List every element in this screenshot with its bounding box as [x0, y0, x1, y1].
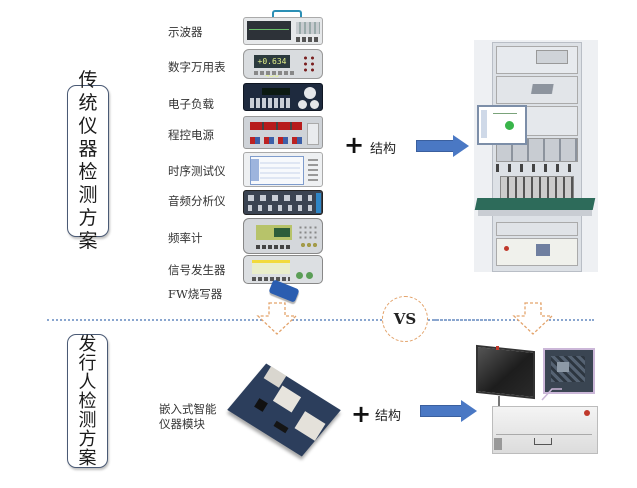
instrument-label-fw-programmer: FW烧写器 — [168, 287, 223, 301]
multimeter-display: +0.634 450 — [254, 55, 290, 78]
test-rack-cabinet-icon — [474, 40, 598, 272]
frequency-counter-icon — [243, 218, 323, 254]
vs-badge: VS — [382, 296, 428, 342]
title-char: 方 — [78, 428, 97, 450]
timing-tester-icon — [243, 152, 323, 187]
monitor-screen-icon — [477, 105, 527, 145]
instrument-label-power-supply: 程控电源 — [168, 128, 214, 142]
title-char: 发 — [78, 333, 97, 355]
title-char: 人 — [78, 371, 97, 393]
plus-icon: + — [344, 131, 365, 159]
instrument-label-multimeter: 数字万用表 — [168, 60, 226, 74]
arrow-right-icon — [420, 400, 477, 422]
power-supply-icon — [243, 116, 323, 149]
title-char: 案 — [78, 230, 98, 252]
structure-label: 结构 — [375, 409, 402, 424]
signal-generator-icon — [243, 255, 323, 284]
multimeter-icon: +0.634 450 — [243, 49, 323, 79]
oscilloscope-handle — [272, 10, 302, 20]
plus-icon: + — [351, 400, 372, 428]
module-label: 嵌入式智能 仪器模块 — [159, 402, 217, 432]
module-label-line: 嵌入式智能 — [159, 402, 217, 416]
title-char: 统 — [78, 92, 98, 114]
title-char: 仪 — [78, 115, 98, 137]
oscilloscope-icon — [243, 17, 323, 45]
instrument-label-audio-analyzer: 音频分析仪 — [168, 194, 226, 208]
title-char: 传 — [78, 69, 98, 91]
title-char: 测 — [78, 184, 98, 206]
callout-line — [541, 388, 562, 401]
down-arrow-right-icon — [512, 302, 554, 335]
instrument-label-electronic-load: 电子负载 — [168, 97, 214, 111]
structure-label: 结构 — [370, 142, 397, 157]
instrument-label-timing-tester: 时序测试仪 — [168, 164, 226, 178]
title-char: 测 — [78, 409, 97, 431]
section-divider — [434, 319, 594, 321]
electronic-load-icon — [243, 83, 323, 111]
issuer-scheme-title-box: 发 行 人 检 测 方 案 — [67, 334, 108, 468]
title-char: 检 — [78, 390, 97, 412]
instrument-label-oscilloscope: 示波器 — [168, 25, 203, 39]
embedded-module-board-icon — [227, 358, 341, 466]
down-arrow-left-icon — [256, 302, 298, 335]
module-label-line: 仪器模块 — [159, 417, 205, 431]
instrument-label-frequency-counter: 频率计 — [168, 231, 203, 245]
title-char: 行 — [78, 352, 97, 374]
traditional-scheme-title-box: 传 统 仪 器 检 测 方 案 — [67, 69, 109, 252]
title-char: 方 — [78, 207, 98, 229]
inset-board-callout — [543, 348, 595, 394]
title-char: 案 — [78, 447, 97, 469]
audio-analyzer-icon — [243, 190, 323, 215]
title-char: 检 — [78, 161, 98, 183]
title-char: 器 — [78, 138, 98, 160]
benchtop-test-station-icon — [474, 344, 604, 458]
instrument-label-signal-generator: 信号发生器 — [168, 263, 226, 277]
arrow-right-icon — [416, 135, 469, 157]
